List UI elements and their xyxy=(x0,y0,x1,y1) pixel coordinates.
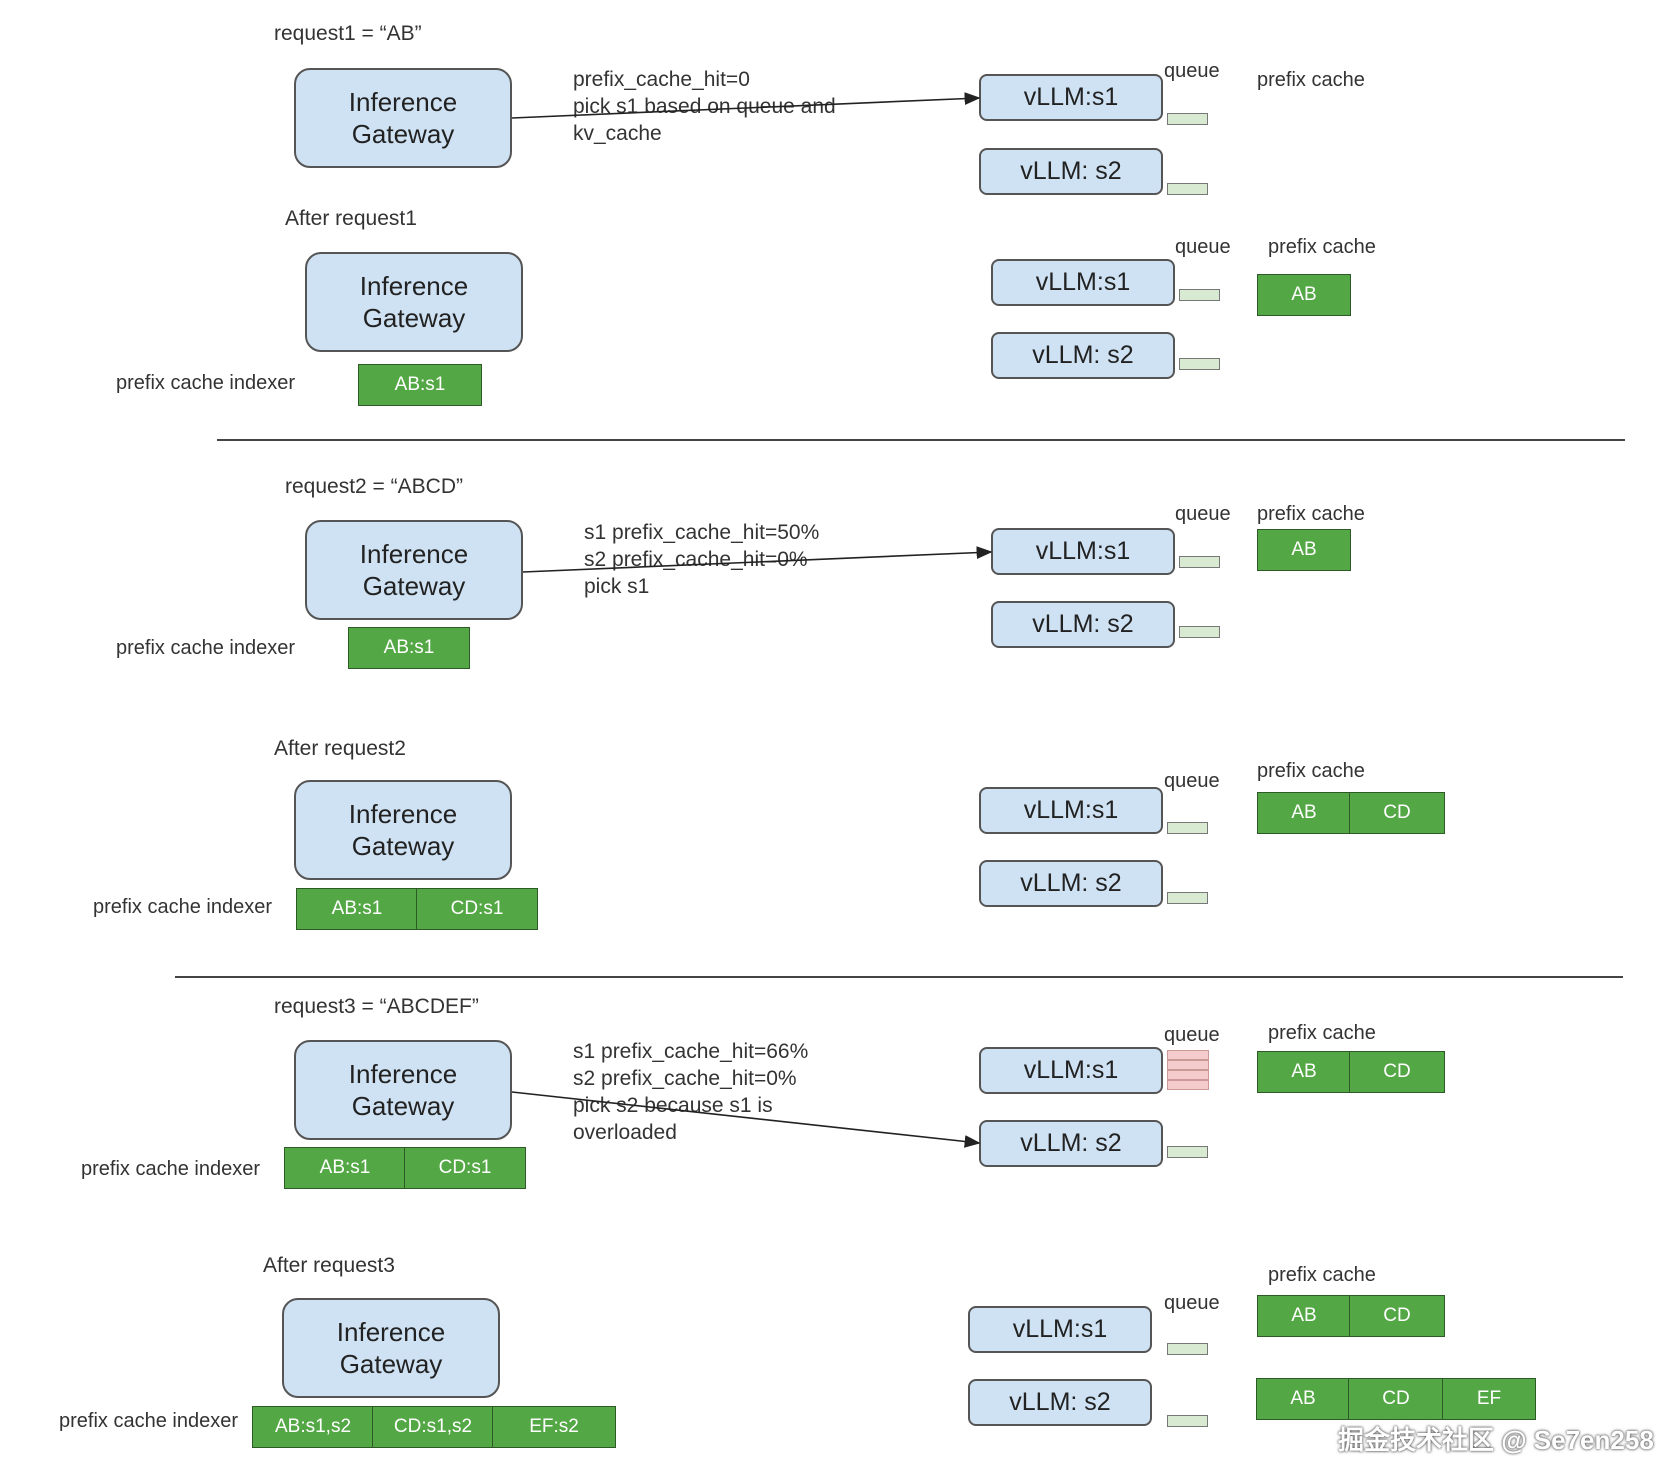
request1-label: request1 = “AB” xyxy=(274,22,422,45)
after-request3-label: After request3 xyxy=(263,1254,395,1277)
indexer-entry: AB:s1 xyxy=(358,364,482,406)
route-arrow xyxy=(522,546,993,573)
vllm-s1: vLLM:s1 xyxy=(979,74,1163,121)
vllm-s2: vLLM: s2 xyxy=(979,148,1163,195)
prefix-cache-label: prefix cache xyxy=(1268,236,1376,258)
vllm-s1: vLLM:s1 xyxy=(979,1047,1163,1094)
queue-s1 xyxy=(1167,822,1208,834)
gateway-line2: Gateway xyxy=(351,831,455,861)
vllm-s2: vLLM: s2 xyxy=(968,1379,1152,1426)
prefix-cache-indexer-label: prefix cache indexer xyxy=(116,637,295,659)
queue-label: queue xyxy=(1164,1292,1220,1314)
prefix-cache-entry: AB xyxy=(1256,1378,1350,1420)
prefix-cache-label: prefix cache xyxy=(1257,69,1365,91)
gateway-line1: Inference xyxy=(348,87,458,117)
vllm-s1: vLLM:s1 xyxy=(968,1306,1152,1353)
indexer-entry: AB:s1 xyxy=(296,888,418,930)
prefix-cache-entry: EF xyxy=(1442,1378,1536,1420)
vllm-s1: vLLM:s1 xyxy=(991,528,1175,575)
queue-item xyxy=(1167,1080,1209,1090)
queue-label: queue xyxy=(1175,503,1231,525)
gateway-line2: Gateway xyxy=(351,119,455,149)
queue-label: queue xyxy=(1175,236,1231,258)
indexer-entry: CD:s1 xyxy=(416,888,538,930)
queue-s1 xyxy=(1167,1343,1208,1355)
indexer-entry: AB:s1 xyxy=(284,1147,406,1189)
gateway-line2: Gateway xyxy=(362,303,466,333)
prefix-cache-entry: AB xyxy=(1257,1295,1351,1337)
request1-note: prefix_cache_hit=0 pick s1 based on queu… xyxy=(573,68,836,145)
request2-note: s1 prefix_cache_hit=50% s2 prefix_cache_… xyxy=(584,521,820,598)
queue-s2 xyxy=(1179,358,1220,370)
prefix-cache-label: prefix cache xyxy=(1257,760,1365,782)
gateway-line1: Inference xyxy=(336,1317,446,1347)
prefix-cache-label: prefix cache xyxy=(1268,1264,1376,1286)
queue-s2 xyxy=(1179,626,1220,638)
prefix-cache-indexer-label: prefix cache indexer xyxy=(81,1158,260,1180)
queue-label: queue xyxy=(1164,60,1220,82)
queue-label: queue xyxy=(1164,1024,1220,1046)
route-arrow xyxy=(511,92,981,119)
queue-s1 xyxy=(1179,289,1220,301)
queue-item xyxy=(1167,1050,1209,1060)
gateway-line1: Inference xyxy=(359,539,469,569)
gateway-line1: Inference xyxy=(348,1059,458,1089)
prefix-cache-entry: AB xyxy=(1257,274,1351,316)
prefix-cache-entry: CD xyxy=(1348,1378,1444,1420)
prefix-cache-label: prefix cache xyxy=(1268,1022,1376,1044)
vllm-s2: vLLM: s2 xyxy=(991,332,1175,379)
prefix-cache-indexer-label: prefix cache indexer xyxy=(59,1410,238,1432)
queue-label: queue xyxy=(1164,770,1220,792)
vllm-s2: vLLM: s2 xyxy=(991,601,1175,648)
route-arrow xyxy=(511,1091,981,1148)
vllm-s2: vLLM: s2 xyxy=(979,1120,1163,1167)
section-divider xyxy=(217,439,1625,441)
indexer-entry: AB:s1,s2 xyxy=(252,1406,374,1448)
queue-item xyxy=(1167,1060,1209,1070)
vllm-s1: vLLM:s1 xyxy=(979,787,1163,834)
queue-s1 xyxy=(1179,556,1220,568)
prefix-cache-indexer-label: prefix cache indexer xyxy=(116,372,295,394)
prefix-cache-indexer-label: prefix cache indexer xyxy=(93,896,272,918)
request2-label: request2 = “ABCD” xyxy=(285,475,463,498)
prefix-cache-entry: CD xyxy=(1349,1295,1445,1337)
gateway-line2: Gateway xyxy=(362,571,466,601)
request3-label: request3 = “ABCDEF” xyxy=(274,995,479,1018)
after-request2-label: After request2 xyxy=(274,737,406,760)
queue-s2 xyxy=(1167,183,1208,195)
vllm-s2: vLLM: s2 xyxy=(979,860,1163,907)
gateway-line2: Gateway xyxy=(339,1349,443,1379)
after-request1-label: After request1 xyxy=(285,207,417,230)
prefix-cache-entry: CD xyxy=(1349,792,1445,834)
prefix-cache-entry: AB xyxy=(1257,792,1351,834)
queue-s2 xyxy=(1167,1415,1208,1427)
watermark: 掘金技术社区 @ Se7en258 xyxy=(1338,1425,1654,1455)
prefix-cache-entry: AB xyxy=(1257,529,1351,571)
indexer-entry: EF:s2 xyxy=(492,1406,616,1448)
queue-s2 xyxy=(1167,1146,1208,1158)
queue-s2 xyxy=(1167,892,1208,904)
queue-s1-overloaded xyxy=(1167,1050,1209,1090)
queue-s1 xyxy=(1167,113,1208,125)
prefix-cache-label: prefix cache xyxy=(1257,503,1365,525)
prefix-cache-entry: AB xyxy=(1257,1051,1351,1093)
indexer-entry: CD:s1 xyxy=(404,1147,526,1189)
indexer-entry: CD:s1,s2 xyxy=(372,1406,494,1448)
prefix-cache-entry: CD xyxy=(1349,1051,1445,1093)
gateway-line2: Gateway xyxy=(351,1091,455,1121)
gateway-line1: Inference xyxy=(348,799,458,829)
section-divider xyxy=(175,976,1623,978)
gateway-line1: Inference xyxy=(359,271,469,301)
queue-item xyxy=(1167,1070,1209,1080)
vllm-s1: vLLM:s1 xyxy=(991,259,1175,306)
indexer-entry: AB:s1 xyxy=(348,627,470,669)
